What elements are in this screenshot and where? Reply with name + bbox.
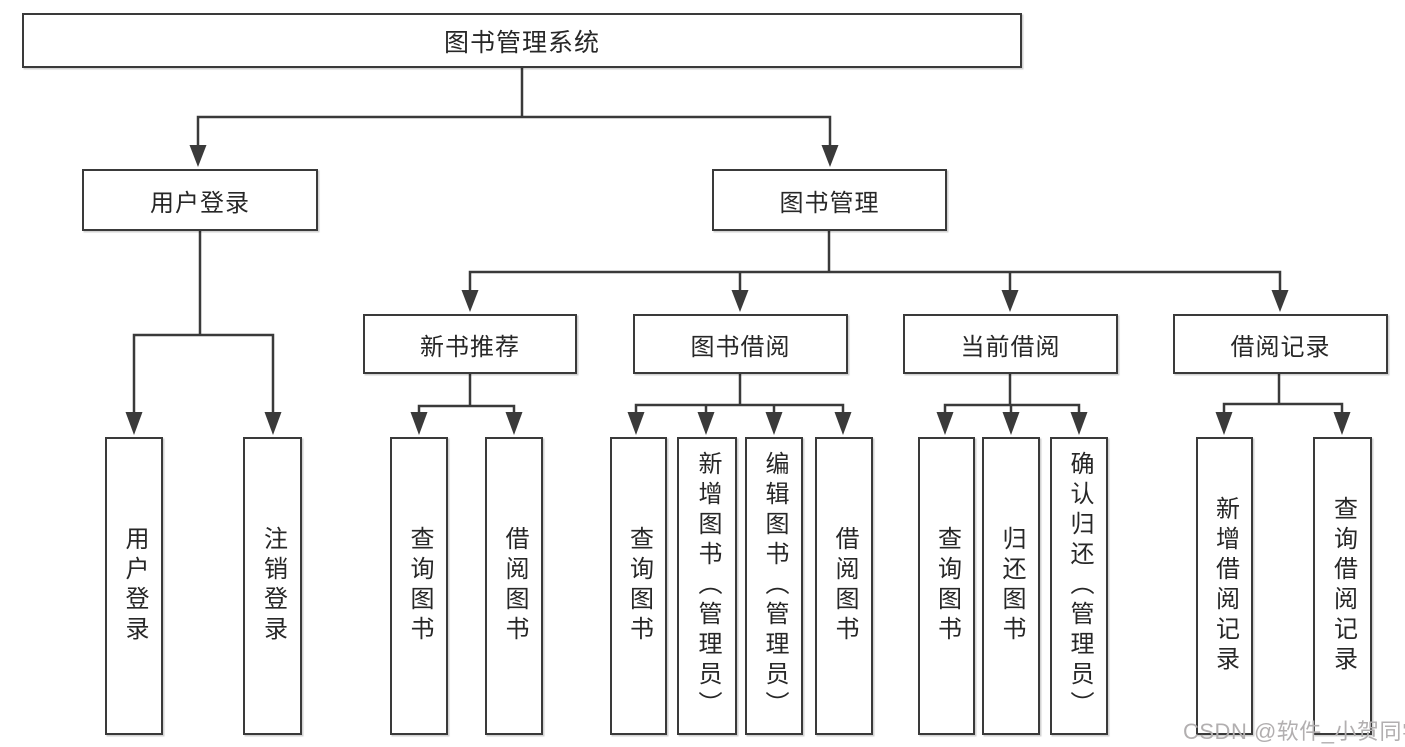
node-book-borrow-label: 图书借阅 xyxy=(690,333,791,361)
node-current-borrow: 当前借阅 xyxy=(903,314,1118,374)
leaf-add-borrow-record: 新增借阅记录 xyxy=(1196,437,1253,735)
node-new-book-recommend: 新书推荐 xyxy=(363,314,577,374)
leaf-borrow-books-recommend-label: 借阅图书 xyxy=(501,526,528,646)
node-book-management-label: 图书管理 xyxy=(779,189,880,217)
leaf-query-borrow-record: 查询借阅记录 xyxy=(1313,437,1372,735)
leaf-borrow-books-label: 借阅图书 xyxy=(831,526,858,646)
leaf-logout: 注销登录 xyxy=(243,437,302,735)
leaf-query-books-recommend: 查询图书 xyxy=(390,437,448,735)
node-user-login-label: 用户登录 xyxy=(150,189,250,217)
leaf-add-book-admin-label: 新增图书（管理员） xyxy=(694,451,721,721)
leaf-borrow-books-recommend: 借阅图书 xyxy=(485,437,543,735)
leaf-query-books-borrow: 查询图书 xyxy=(610,437,667,735)
node-library-system-label: 图书管理系统 xyxy=(443,28,600,57)
leaf-query-borrow-record-label: 查询借阅记录 xyxy=(1329,496,1357,676)
node-user-login: 用户登录 xyxy=(82,169,318,231)
leaf-add-borrow-record-label: 新增借阅记录 xyxy=(1211,496,1239,676)
leaf-return-book-label: 归还图书 xyxy=(998,526,1025,646)
node-book-management: 图书管理 xyxy=(712,169,947,231)
leaf-confirm-return-admin: 确认归还（管理员） xyxy=(1050,437,1108,735)
leaf-query-books-current-label: 查询图书 xyxy=(933,526,961,646)
node-current-borrow-label: 当前借阅 xyxy=(960,333,1061,361)
leaf-edit-book-admin-label: 编辑图书（管理员） xyxy=(761,451,788,721)
node-borrow-records: 借阅记录 xyxy=(1173,314,1388,374)
leaf-query-books-borrow-label: 查询图书 xyxy=(625,526,653,646)
leaf-edit-book-admin: 编辑图书（管理员） xyxy=(745,437,803,735)
node-new-book-recommend-label: 新书推荐 xyxy=(420,333,520,361)
leaf-user-login: 用户登录 xyxy=(105,437,163,735)
node-book-borrow: 图书借阅 xyxy=(633,314,848,374)
leaf-user-login-label: 用户登录 xyxy=(121,526,148,646)
leaf-add-book-admin: 新增图书（管理员） xyxy=(677,437,737,735)
leaf-borrow-books: 借阅图书 xyxy=(815,437,873,735)
node-library-system: 图书管理系统 xyxy=(22,13,1022,68)
leaf-logout-label: 注销登录 xyxy=(259,526,287,646)
leaf-confirm-return-admin-label: 确认归还（管理员） xyxy=(1066,451,1093,721)
leaf-query-books-recommend-label: 查询图书 xyxy=(406,526,433,646)
csdn-watermark: CSDN @软件_小贺同学 xyxy=(1183,719,1405,744)
node-borrow-records-label: 借阅记录 xyxy=(1230,333,1331,361)
leaf-query-books-current: 查询图书 xyxy=(918,437,975,735)
leaf-return-book: 归还图书 xyxy=(982,437,1040,735)
